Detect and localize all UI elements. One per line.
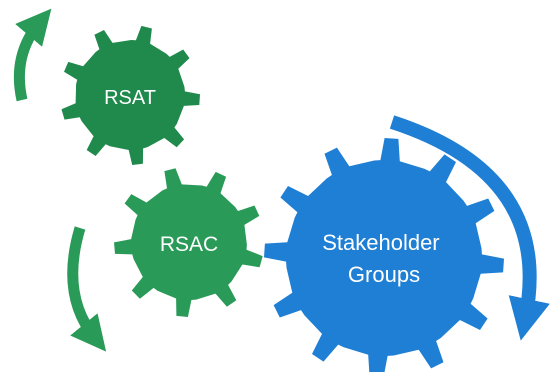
- rsat-rotation-arrow: [13, 8, 52, 102]
- rsac-gear-label: RSAC: [160, 233, 218, 256]
- rsac-gear: RSAC: [114, 168, 263, 317]
- rsat-label-line: RSAT: [104, 87, 156, 109]
- stakeholder-label-line-2: Groups: [348, 262, 420, 287]
- rsat-gear: RSAT: [61, 25, 200, 166]
- rsac-gear-body: [114, 168, 263, 317]
- rsac-rotation-arrow: [67, 226, 107, 352]
- rsac-label-line: RSAC: [160, 233, 218, 256]
- stakeholder-rotation-arrow: [389, 115, 550, 341]
- stakeholder-groups-gear-label: Stakeholder Groups: [322, 230, 446, 287]
- rsat-gear-label: RSAT: [104, 87, 156, 109]
- stakeholder-label-line-1: Stakeholder: [322, 230, 439, 255]
- stakeholders-gear-body: [264, 138, 504, 372]
- stakeholder-groups-gear: Stakeholder Groups: [264, 138, 504, 372]
- rsat-gear-body: [61, 25, 200, 166]
